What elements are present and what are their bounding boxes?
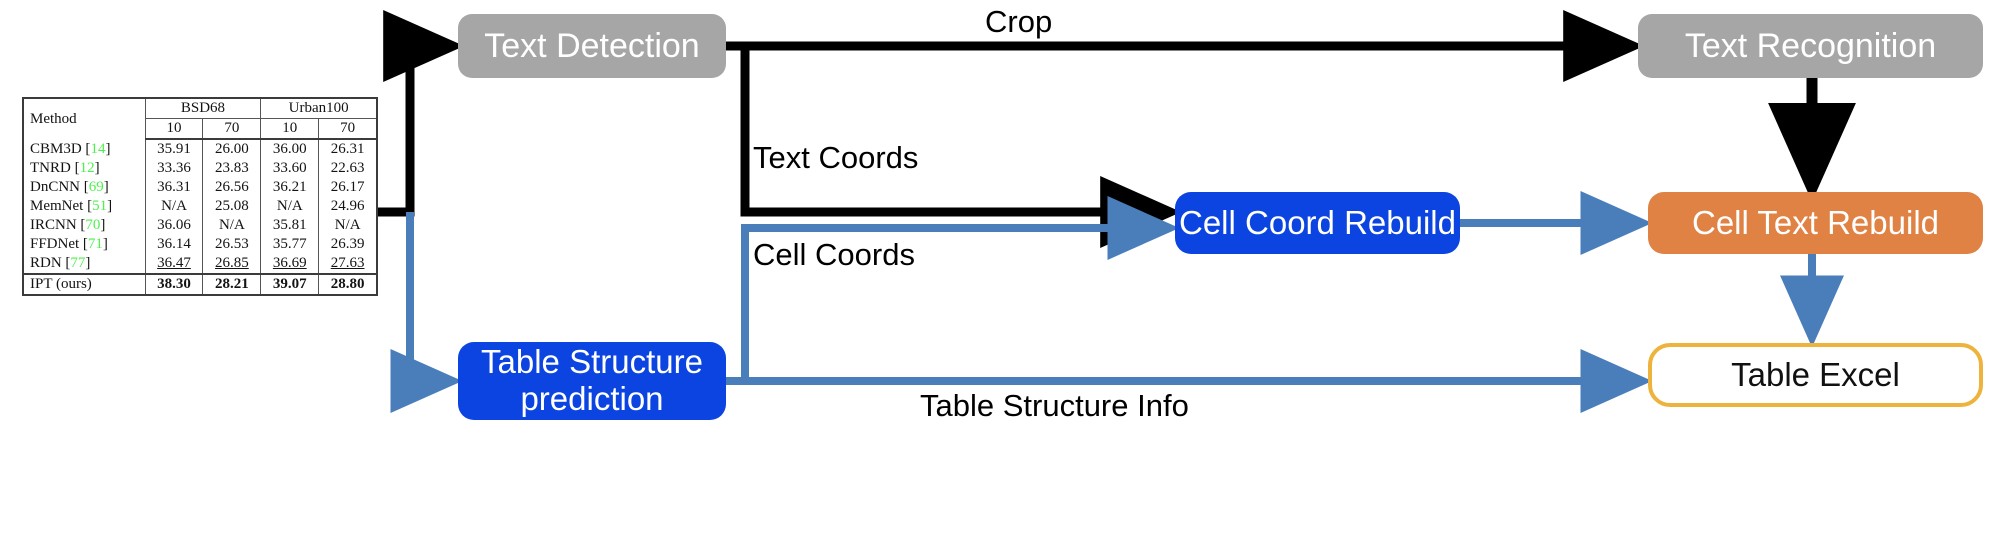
node-table-structure-prediction[interactable]: Table Structure prediction <box>458 342 726 420</box>
cell-value: 33.36 <box>144 159 203 178</box>
table-sub-header-row: 10 70 10 70 <box>24 118 376 140</box>
cell-value: 35.91 <box>144 139 203 159</box>
cell-value: 26.53 <box>202 235 261 254</box>
cell-value: 28.21 <box>202 274 261 294</box>
header-bsd68-10: 10 <box>144 118 203 140</box>
citation-ref: 51 <box>92 198 108 214</box>
cell-value: 36.69 <box>260 254 319 275</box>
cell-method: CBM3D [14] <box>30 140 111 157</box>
header-urban100-70: 70 <box>318 118 376 140</box>
edge-label-cell-coords: Cell Coords <box>753 237 915 272</box>
cell-value: 26.00 <box>202 139 261 159</box>
cell-value: 25.08 <box>202 197 261 216</box>
cell-value: 36.31 <box>144 178 203 197</box>
cell-method: RDN [77] <box>24 254 146 275</box>
input-table-figure: Method BSD68 Urban100 10 70 10 70 CBM3D … <box>22 97 378 296</box>
cell-value: N/A <box>318 216 376 235</box>
cell-value: 26.31 <box>318 139 376 159</box>
citation-ref: 77 <box>70 255 86 271</box>
header-group-urban100: Urban100 <box>260 99 376 119</box>
cell-value: 33.60 <box>260 159 319 178</box>
node-cell-text-rebuild[interactable]: Cell Text Rebuild <box>1648 192 1983 254</box>
cell-value: 36.21 <box>260 178 319 197</box>
edge-text-coords <box>740 46 1182 248</box>
table-group-header-row: Method BSD68 Urban100 <box>24 99 376 127</box>
cell-value: 36.14 <box>144 235 203 254</box>
cell-value: 22.63 <box>318 159 376 178</box>
node-text-detection[interactable]: Text Detection <box>458 14 726 78</box>
header-urban100-10: 10 <box>260 118 319 140</box>
cell-value: N/A <box>260 197 319 216</box>
cell-value: 36.06 <box>144 216 203 235</box>
citation-ref: 70 <box>85 217 101 233</box>
edge-cell-coords <box>741 196 1180 381</box>
cell-value: 35.77 <box>260 235 319 254</box>
cell-value: 36.47 <box>144 254 203 275</box>
cell-value: 38.30 <box>144 274 203 294</box>
edge-label-table-structure-info: Table Structure Info <box>920 388 1189 423</box>
cell-value: 26.85 <box>202 254 261 275</box>
edge-image-to-text-detection <box>372 10 465 217</box>
cell-value: 26.17 <box>318 178 376 197</box>
cell-value: 28.80 <box>318 274 376 294</box>
header-method: Method <box>30 110 77 127</box>
cell-method: FFDNet [71] <box>30 236 108 252</box>
cell-value: 35.81 <box>260 216 319 235</box>
cell-value: N/A <box>144 197 203 216</box>
cell-method: TNRD [12] <box>30 160 100 176</box>
table-head: Method BSD68 Urban100 10 70 10 70 <box>24 99 376 140</box>
node-table-excel[interactable]: Table Excel <box>1648 343 1983 407</box>
cell-value: 24.96 <box>318 197 376 216</box>
citation-ref: 71 <box>87 236 103 252</box>
edge-image-to-table-structure <box>390 212 463 413</box>
cell-method: IRCNN [70] <box>30 217 106 233</box>
citation-ref: 14 <box>90 140 106 157</box>
citation-ref: 12 <box>79 160 95 176</box>
cell-value: 39.07 <box>260 274 319 294</box>
node-cell-coord-rebuild[interactable]: Cell Coord Rebuild <box>1175 192 1460 254</box>
node-text-recognition[interactable]: Text Recognition <box>1638 14 1983 78</box>
edge-label-text-coords: Text Coords <box>753 140 919 175</box>
cell-value: 23.83 <box>202 159 261 178</box>
cell-method: MemNet [51] <box>30 198 113 214</box>
header-group-bsd68: BSD68 <box>144 99 261 119</box>
cell-value: 26.39 <box>318 235 376 254</box>
cell-method: DnCNN [69] <box>30 179 109 195</box>
cell-method: IPT (ours) <box>30 276 92 292</box>
cell-value: 36.00 <box>260 139 319 159</box>
cell-value: 26.56 <box>202 178 261 197</box>
edge-label-crop: Crop <box>985 4 1053 39</box>
citation-ref: 69 <box>88 179 104 195</box>
cell-value: N/A <box>202 216 261 235</box>
header-bsd68-70: 70 <box>202 118 261 140</box>
cell-value: 27.63 <box>318 254 376 275</box>
results-table: Method BSD68 Urban100 10 70 10 70 CBM3D … <box>24 99 376 294</box>
